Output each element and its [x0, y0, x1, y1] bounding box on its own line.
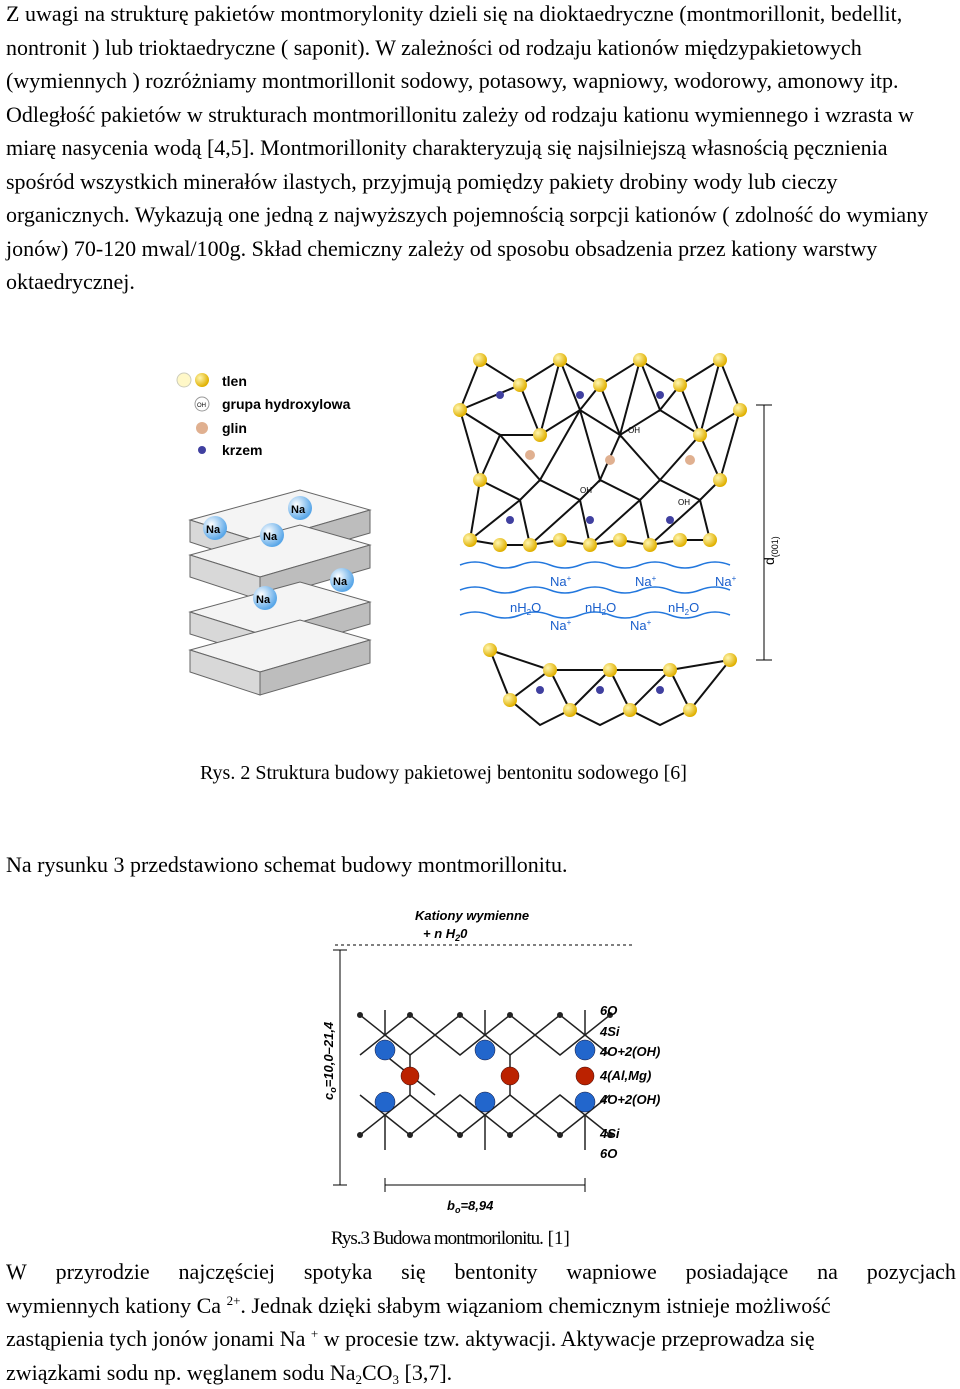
- fig3-red-atoms: [401, 1067, 594, 1085]
- svg-text:Na+: Na+: [550, 618, 572, 633]
- svg-text:Na: Na: [206, 524, 221, 536]
- svg-text:OH: OH: [580, 486, 592, 495]
- figure-2-caption: Rys. 2 Struktura budowy pakietowej bento…: [200, 762, 687, 785]
- outro-line-4: związkami sodu np. węglanem sodu Na2CO3 …: [6, 1356, 956, 1389]
- legend-hydroxyl: grupa hydroxylowa: [222, 396, 351, 412]
- svg-text:co=10,0–21,4: co=10,0–21,4: [321, 1021, 338, 1100]
- svg-text:4(Al,Mg): 4(Al,Mg): [599, 1068, 651, 1083]
- fig3-layer-labels: 6O 4Si 4O+2(OH) 4(Al,Mg) 4O+2(OH) 4Si 6O: [599, 1003, 660, 1161]
- svg-text:Na+: Na+: [550, 574, 572, 589]
- fig3-bonds: [360, 1010, 610, 1150]
- interlayer-labels: Na+ Na+ Na+ nH2O nH2O nH2O Na+ Na+: [510, 574, 737, 633]
- svg-text:Na+: Na+: [715, 574, 737, 589]
- figure-3-caption: Rys.3 Budowa montmorilonitu. [1]: [331, 1228, 570, 1250]
- b0-axis: bo=8,94: [385, 1178, 585, 1215]
- fig3-top-label-2: + n H20: [423, 926, 468, 943]
- svg-text:Na+: Na+: [630, 618, 652, 633]
- svg-text:6O: 6O: [600, 1003, 617, 1018]
- svg-text:4O+2(OH): 4O+2(OH): [599, 1044, 660, 1059]
- d001-dimension: d(001): [756, 405, 780, 660]
- svg-text:nH2O: nH2O: [510, 600, 541, 617]
- outro-line-2: wymiennych kationy Ca 2+. Jednak dzięki …: [6, 1289, 956, 1323]
- figure-3-structure: Kationy wymienne + n H20 co=10,0–21,4 6O…: [305, 890, 665, 1220]
- c0-axis: co=10,0–21,4: [321, 950, 347, 1185]
- outro-line-3: zastąpienia tych jonów jonami Na + w pro…: [6, 1322, 956, 1356]
- figure-2-legend: tlen OH grupa hydroxylowa glin krzem: [177, 373, 351, 458]
- legend-silicon: krzem: [222, 442, 262, 458]
- intro-paragraph: Z uwagi na strukturę pakietów montmorylo…: [6, 0, 956, 299]
- svg-text:OH: OH: [628, 426, 640, 435]
- svg-text:Na: Na: [333, 576, 348, 588]
- legend-oh-mark: OH: [197, 403, 206, 409]
- svg-text:Na: Na: [256, 594, 271, 606]
- svg-text:bo=8,94: bo=8,94: [447, 1198, 494, 1215]
- legend-aluminium: glin: [222, 420, 247, 436]
- legend-oxygen: tlen: [222, 373, 247, 389]
- svg-text:4O+2(OH): 4O+2(OH): [599, 1092, 660, 1107]
- figure-3-lead: Na rysunku 3 przedstawiono schemat budow…: [6, 848, 956, 882]
- svg-text:Na: Na: [263, 531, 278, 543]
- svg-text:nH2O: nH2O: [585, 600, 616, 617]
- svg-text:4Si: 4Si: [599, 1126, 620, 1141]
- svg-text:OH: OH: [678, 498, 690, 507]
- svg-text:6O: 6O: [600, 1146, 617, 1161]
- svg-text:Na: Na: [291, 504, 306, 516]
- svg-text:nH2O: nH2O: [668, 600, 699, 617]
- fig3-top-label-1: Kationy wymienne: [415, 908, 529, 923]
- svg-text:4Si: 4Si: [599, 1024, 620, 1039]
- figure-2-structure: tlen OH grupa hydroxylowa glin krzem Na …: [160, 350, 780, 740]
